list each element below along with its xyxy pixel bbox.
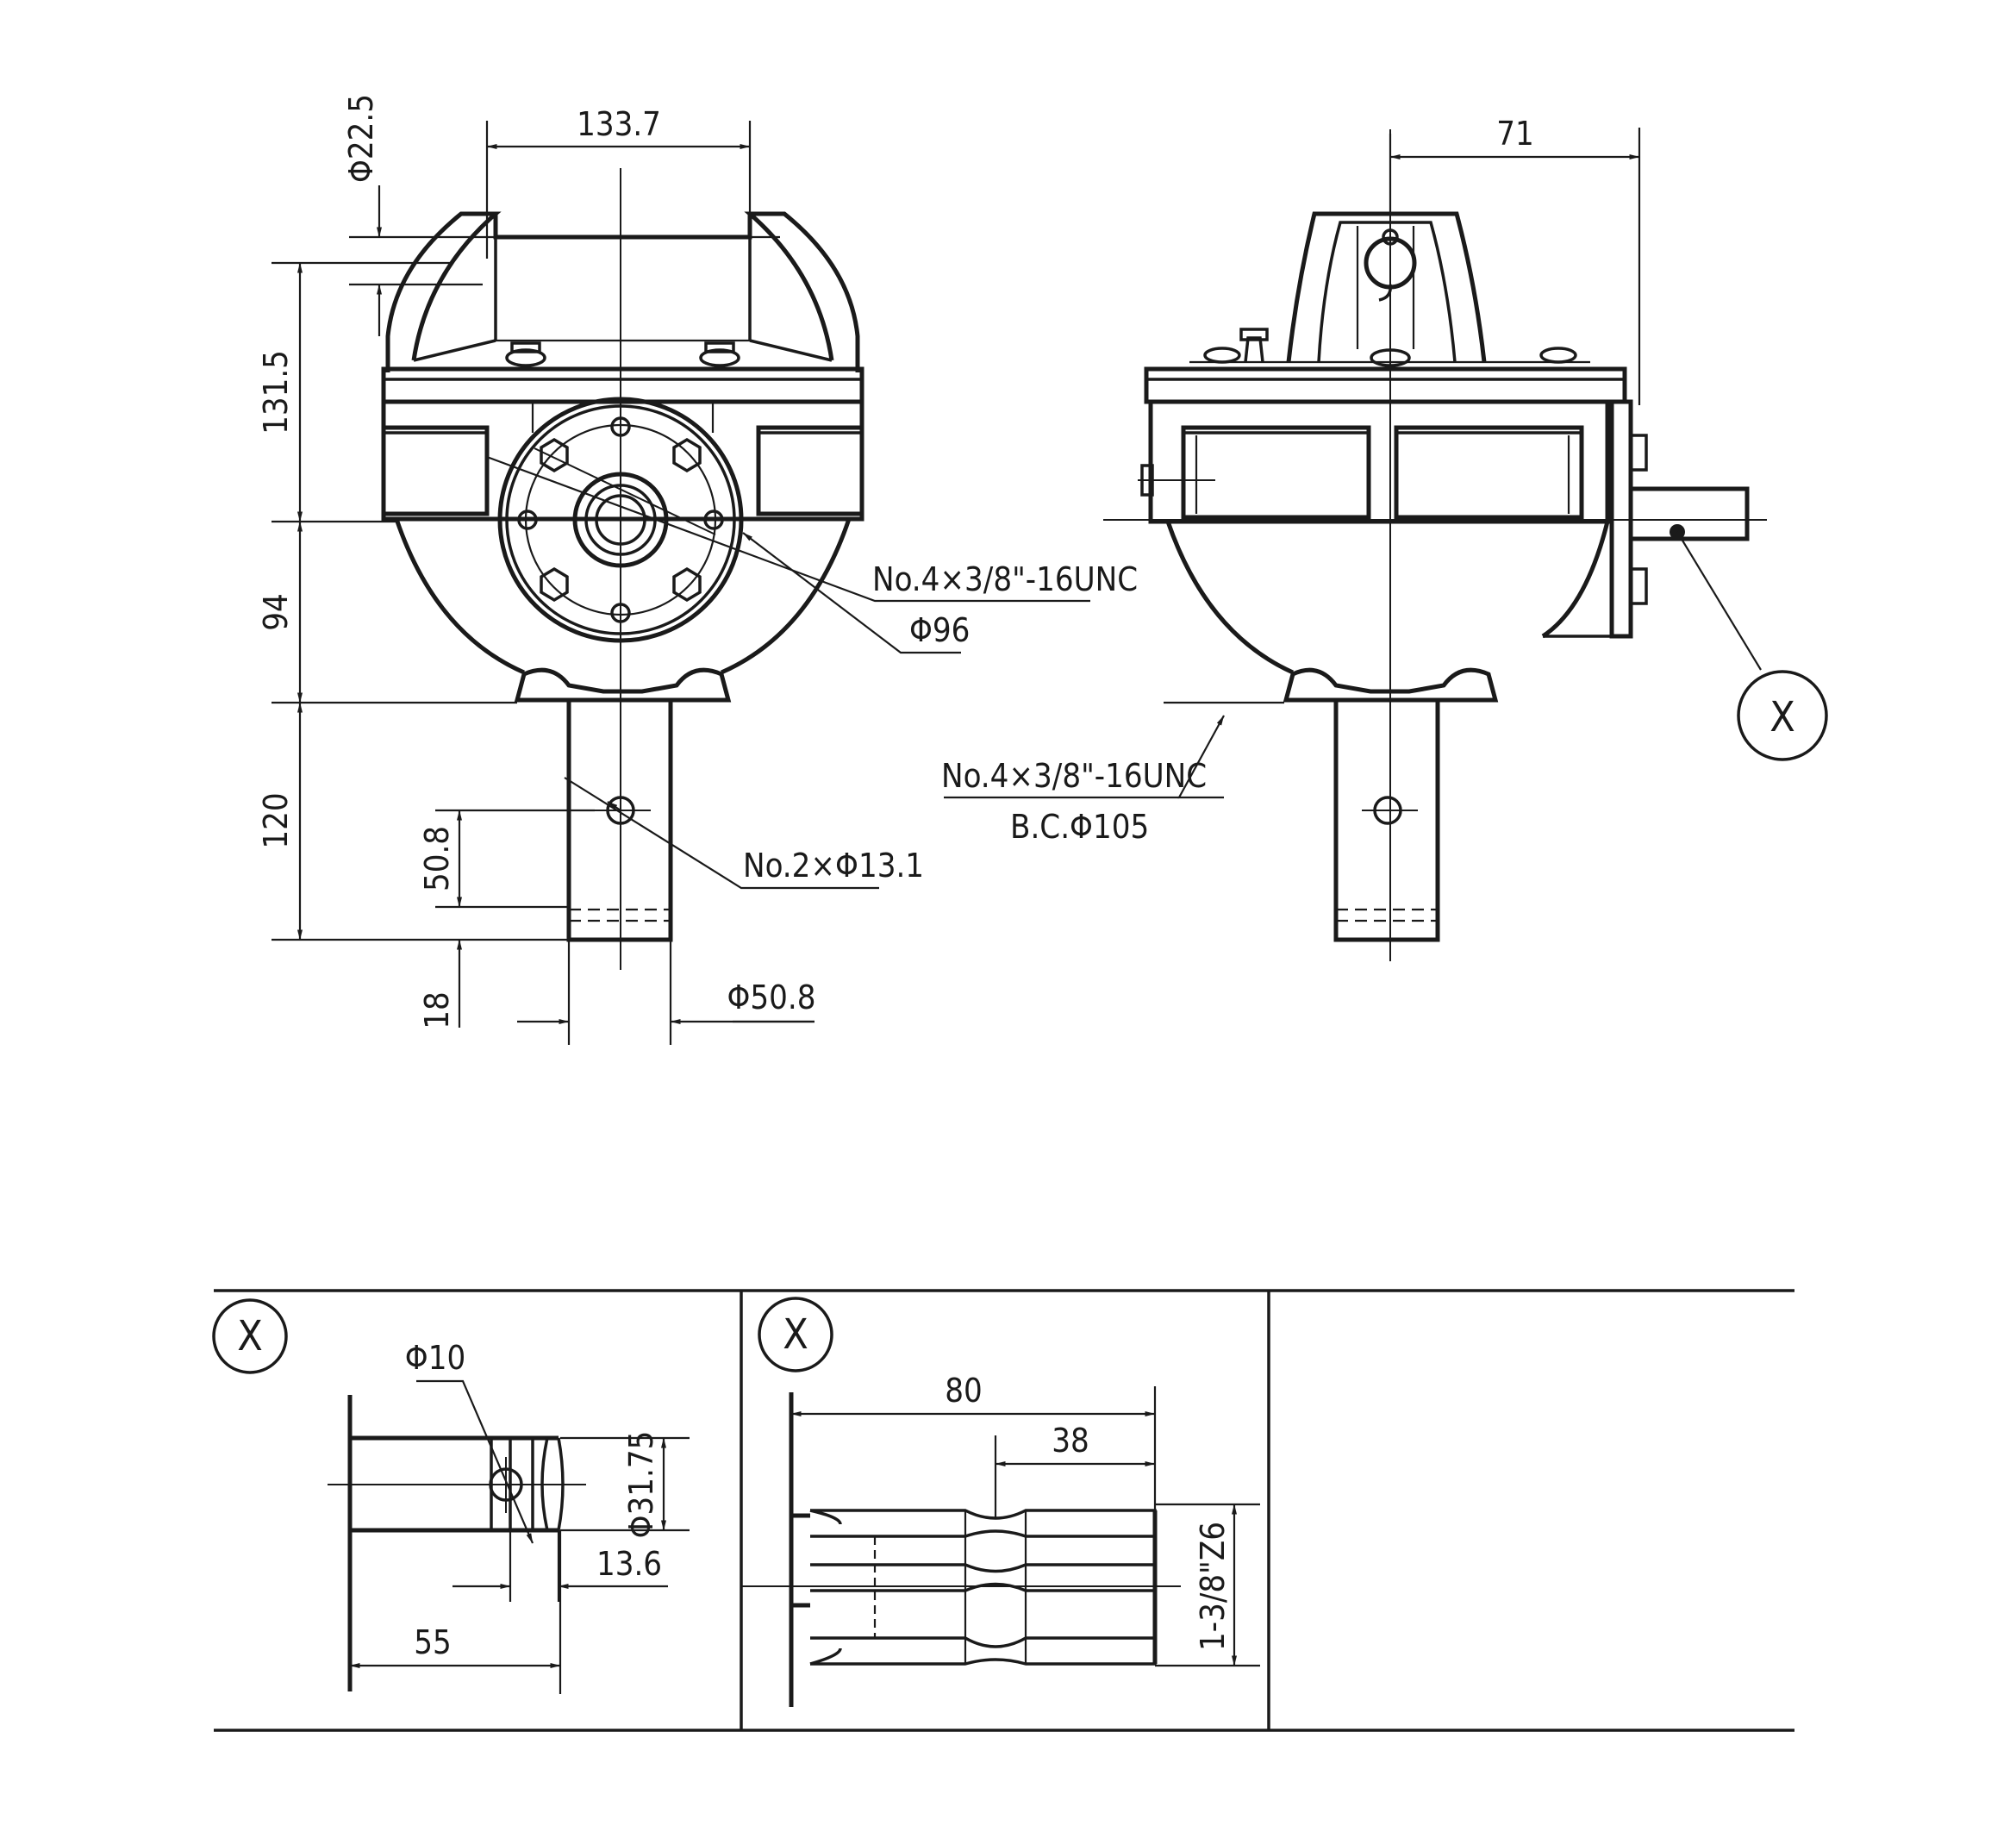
detail-callout-label: X — [1769, 693, 1795, 741]
note-bolt-circle: B.C.Φ105 — [1010, 808, 1149, 846]
detail-tag-label: X — [237, 1312, 263, 1360]
dim-total-length-label: 80 — [945, 1372, 983, 1410]
detail-tag-circle — [212, 1298, 288, 1374]
note-flange-holes: No.4×3/8"-16UNC — [872, 560, 1138, 598]
dim-height-upper-label: 131.5 — [257, 350, 295, 435]
dim-spline-spec-label: 1-3/8"Z6 — [1194, 1522, 1232, 1651]
dim-end-offset-label: 18 — [418, 991, 456, 1029]
detail-tag-circle-2 — [758, 1297, 833, 1372]
dim-pin-offset-label: 50.8 — [418, 826, 456, 891]
dim-length-label: 55 — [414, 1623, 452, 1661]
front-view: 133.7 Φ22.5 131.5 94 120 50.8 18 Φ50.8 N… — [257, 94, 1138, 1045]
dim-height-lower-label: 120 — [257, 792, 295, 848]
note-mount-holes: No.4×3/8"-16UNC — [941, 757, 1207, 795]
detail-x-left: X Φ10 Φ31.75 13.6 55 — [212, 1298, 690, 1694]
dim-offset-label: 71 — [1496, 115, 1534, 153]
dim-groove-label: 13.6 — [596, 1545, 662, 1583]
dim-shaft-dia-detail-label: Φ31.75 — [622, 1431, 660, 1539]
note-pin-holes: No.2×Φ13.1 — [743, 847, 924, 885]
dim-pin-hole-label: Φ10 — [405, 1339, 465, 1377]
dim-spline-length-label: 38 — [1052, 1422, 1089, 1460]
side-view: 71 No.4×3/8"-16UNC B.C.Φ105 X — [941, 115, 1828, 961]
dim-height-mid-label: 94 — [257, 593, 295, 631]
detail-x-right: X 80 38 1-3/8"Z6 — [741, 1297, 1260, 1707]
detail-callout-circle — [1737, 670, 1828, 761]
detail-frame — [214, 1289, 1794, 1732]
dim-width-label: 133.7 — [577, 105, 661, 143]
dim-shaft-dia-label: Φ50.8 — [727, 979, 816, 1016]
detail-tag-label-2: X — [783, 1310, 808, 1359]
dim-hole-label: Φ22.5 — [342, 94, 380, 183]
note-flange-dia: Φ96 — [909, 611, 970, 649]
